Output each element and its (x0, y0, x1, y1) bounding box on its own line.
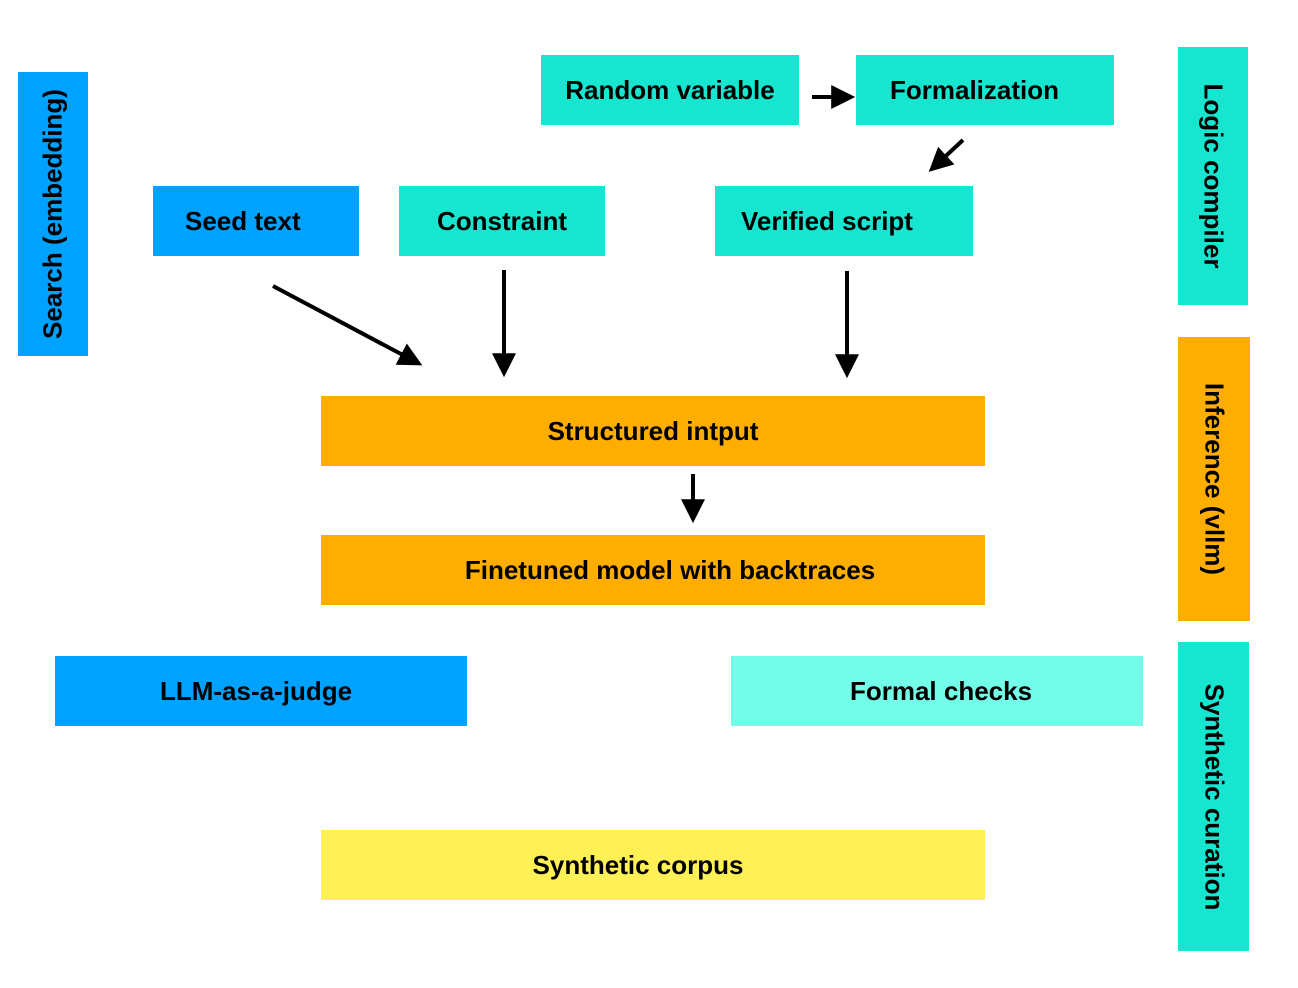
node-constraint-label: Constraint (437, 205, 567, 236)
node-synthetic-corpus-label: Synthetic corpus (532, 849, 744, 880)
arrow-formalization-to-verified-script (928, 138, 965, 172)
node-structured-input-label: Structured intput (547, 415, 759, 446)
node-structured-input: Structured intput (321, 396, 985, 466)
arrow-seed-text-to-structured-input (272, 284, 423, 366)
node-random-variable: Random variable (541, 55, 799, 125)
node-finetuned-model-label: Finetuned model with backtraces (464, 554, 876, 585)
side-label-search: Search (embedding) (18, 72, 88, 356)
side-label-inference: Inference (vllm) (1178, 337, 1250, 621)
node-seed-text-label: Seed text (185, 205, 301, 236)
side-label-logic-compiler: Logic compiler (1178, 47, 1248, 305)
node-verified-script: Verified script (715, 186, 973, 256)
node-llm-judge: LLM-as-a-judge (55, 656, 467, 726)
node-formal-checks: Formal checks (731, 656, 1143, 726)
node-seed-text: Seed text (153, 186, 359, 256)
node-finetuned-model: Finetuned model with backtraces (321, 535, 985, 605)
node-verified-script-label: Verified script (741, 205, 913, 236)
side-label-synthetic-curation: Synthetic curation (1178, 642, 1249, 951)
node-random-variable-label: Random variable (565, 74, 775, 105)
node-formal-checks-label: Formal checks (849, 675, 1033, 706)
node-formalization-label: Formalization (890, 74, 1060, 105)
node-llm-judge-label: LLM-as-a-judge (159, 675, 353, 706)
node-formalization: Formalization (856, 55, 1114, 125)
node-constraint: Constraint (399, 186, 605, 256)
node-synthetic-corpus: Synthetic corpus (321, 830, 985, 900)
